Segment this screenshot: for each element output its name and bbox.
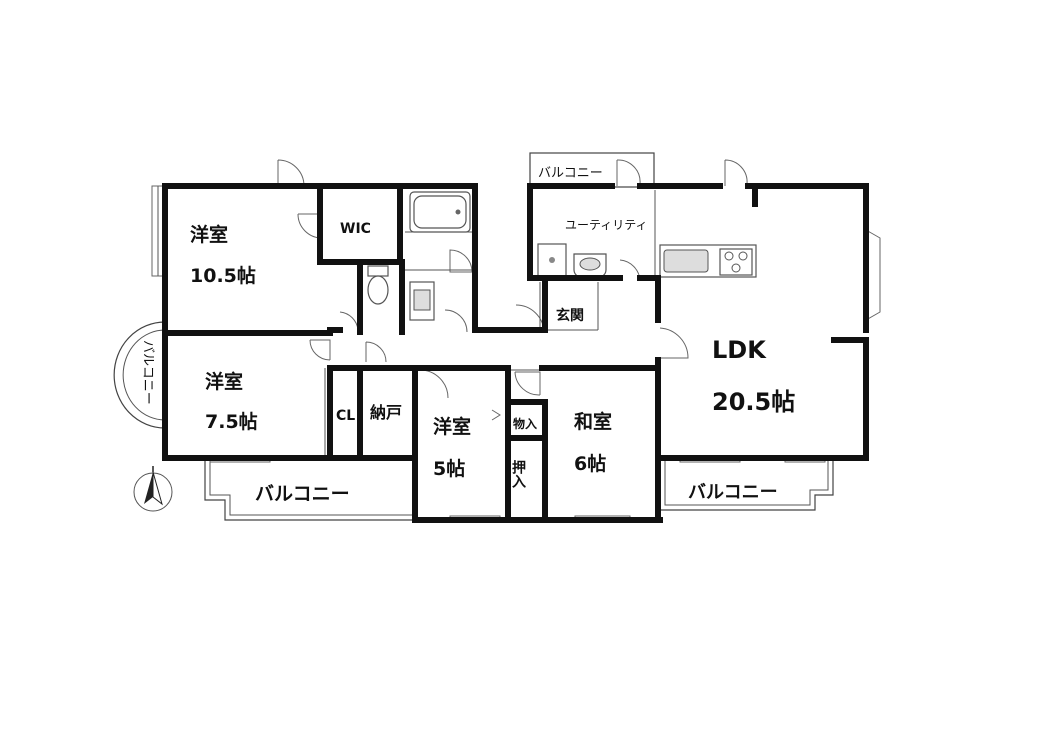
walls [162, 183, 869, 523]
balcony-bottom-right: バルコニー [659, 460, 834, 511]
room-oshiire: 押入 [510, 459, 526, 488]
room-western-2-name: 洋室 [205, 370, 243, 393]
north-arrow-icon [133, 466, 173, 512]
balcony-top-label: バルコニー [538, 166, 603, 181]
room-storage-name: 納戸 [370, 403, 402, 422]
room-ldk-name: LDK [712, 336, 767, 364]
balcony-bottom-left: バルコニー [204, 460, 416, 521]
room-ldk: LDK 20.5帖 [712, 336, 795, 416]
room-western-2-size: 7.5帖 [205, 410, 258, 433]
toilet-icon [367, 265, 389, 305]
utility-basin-icon [573, 253, 607, 281]
washing-machine-icon [537, 243, 567, 277]
doors [277, 159, 748, 421]
room-closet-name: CL [336, 408, 355, 424]
room-oshiire-name: 押入 [510, 459, 526, 488]
room-western-1-name: 洋室 [190, 223, 228, 246]
balcony-top: バルコニー [529, 152, 655, 188]
room-mono-ire: 物入 [513, 416, 537, 431]
room-wic: WIC [340, 221, 371, 237]
thin-partitions [324, 190, 656, 458]
room-storage: 納戸 [370, 403, 402, 422]
room-washitsu-name: 和室 [574, 410, 612, 433]
stove-icon [719, 248, 753, 276]
room-washitsu-size: 6帖 [574, 452, 606, 475]
room-western-3-name: 洋室 [433, 415, 471, 438]
room-closet: CL [336, 408, 355, 424]
room-ldk-size: 20.5帖 [712, 388, 795, 416]
room-western-3-size: 5帖 [433, 457, 465, 480]
room-wic-name: WIC [340, 221, 371, 237]
balcony-left-label: バルコニー [140, 340, 155, 405]
room-western-1: 洋室 10.5帖 [190, 223, 256, 287]
room-western-1-size: 10.5帖 [190, 264, 256, 287]
bathtub-icon [409, 191, 471, 233]
room-mono-ire-name: 物入 [513, 416, 537, 431]
room-western-2: 洋室 7.5帖 [205, 370, 258, 433]
room-utility-name: ユーティリティ [565, 218, 648, 232]
balcony-left-round: バルコニー [113, 321, 166, 429]
room-utility: ユーティリティ [565, 218, 648, 232]
balcony-bottom-left-label: バルコニー [255, 483, 350, 505]
room-entrance: 玄関 [556, 307, 584, 324]
washbasin-icon [409, 281, 435, 321]
balcony-bottom-right-label: バルコニー [688, 482, 778, 503]
room-entrance-name: 玄関 [556, 307, 584, 324]
room-western-3: 洋室 5帖 [433, 415, 471, 480]
room-washitsu: 和室 6帖 [574, 410, 612, 475]
